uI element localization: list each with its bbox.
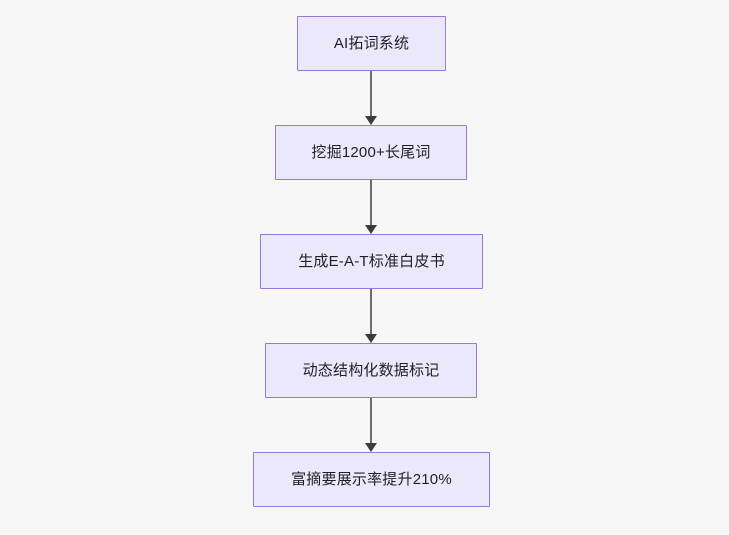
flow-edge-n3-to-n4: [365, 289, 377, 343]
flow-node-label: 挖掘1200+长尾词: [311, 143, 431, 161]
flow-node-label: 生成E-A-T标准白皮书: [298, 252, 445, 270]
flow-node-label: 动态结构化数据标记: [302, 361, 440, 379]
flow-edge-n2-to-n3: [365, 180, 377, 234]
arrowhead-icon: [365, 225, 377, 234]
flow-node-n5[interactable]: 富摘要展示率提升210%: [253, 452, 490, 507]
arrowhead-icon: [365, 116, 377, 125]
flow-node-label: AI拓词系统: [333, 34, 410, 52]
flow-edge-n1-to-n2: [365, 71, 377, 125]
arrowhead-icon: [365, 443, 377, 452]
flow-node-label: 富摘要展示率提升210%: [291, 470, 452, 488]
arrowhead-icon: [365, 334, 377, 343]
flow-edge-n4-to-n5: [365, 398, 377, 452]
flow-node-n3[interactable]: 生成E-A-T标准白皮书: [260, 234, 483, 289]
flow-node-n2[interactable]: 挖掘1200+长尾词: [275, 125, 467, 180]
flow-node-n4[interactable]: 动态结构化数据标记: [265, 343, 477, 398]
flow-node-n1[interactable]: AI拓词系统: [297, 16, 446, 71]
